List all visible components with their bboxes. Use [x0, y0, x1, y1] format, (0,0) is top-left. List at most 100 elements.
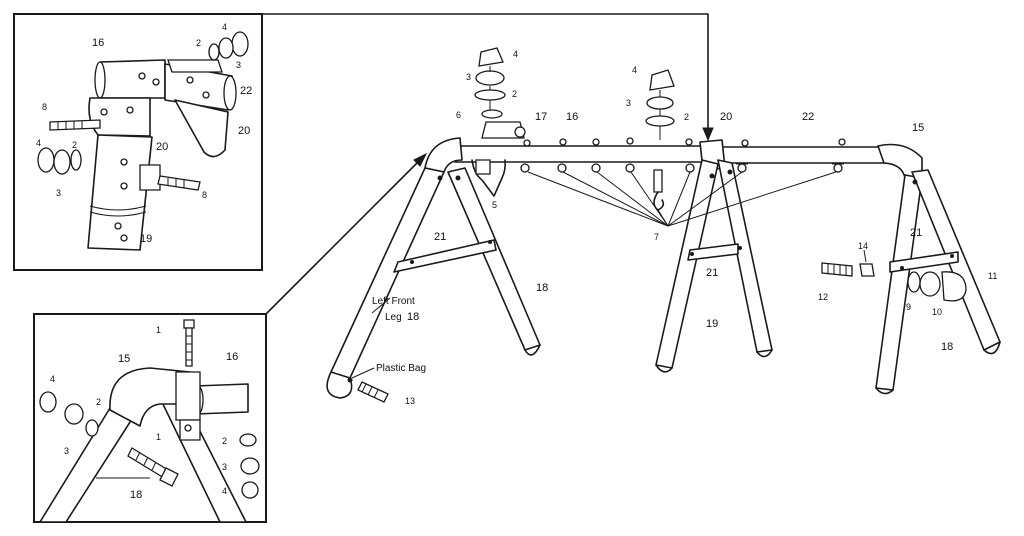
- middle-rear-foot: [756, 349, 773, 358]
- left-front-leg: [330, 167, 445, 379]
- bolt-12: [821, 262, 853, 277]
- inset-bottom-nut-4: [39, 391, 57, 413]
- inset-top-label-16: 16: [92, 37, 104, 49]
- label-4a: 4: [513, 49, 518, 59]
- inset-top-bolt-8a: [49, 119, 101, 131]
- inset-top-label-2: 2: [196, 38, 201, 48]
- middle-front-foot: [655, 364, 673, 373]
- arrowhead-top: [702, 127, 714, 142]
- inset-top-label-20a: 20: [238, 125, 250, 137]
- label-10: 10: [932, 307, 942, 317]
- washer-9: [907, 271, 921, 293]
- label-4b: 4: [632, 65, 637, 75]
- label-9: 9: [906, 302, 911, 312]
- label-14: 14: [858, 241, 868, 251]
- spacer-14: [859, 263, 875, 277]
- label-21c: 21: [910, 227, 922, 239]
- inset-bottom-label-15: 15: [118, 353, 130, 365]
- left-cross-brace-21: [393, 239, 497, 273]
- washer-6: [481, 109, 503, 119]
- washer-2b: [645, 115, 675, 127]
- label-19: 19: [706, 318, 718, 330]
- arrowhead-bottom: [413, 152, 428, 167]
- label-17: 17: [535, 111, 547, 123]
- top-beam-22: [719, 146, 886, 164]
- inset-bottom-washer-2: [85, 419, 99, 437]
- inset-bottom-label-2: 2: [96, 397, 101, 407]
- inset-top-label-19: 19: [140, 233, 152, 245]
- inset-bottom-label-18: 18: [130, 489, 142, 501]
- inset-top-elbow: [88, 97, 151, 137]
- inset-top-nut-3: [218, 37, 234, 59]
- inset-bottom-bolt-1a: [185, 327, 193, 367]
- label-5: 5: [492, 200, 497, 210]
- label-22: 22: [802, 111, 814, 123]
- inset-top-nut-4: [231, 31, 249, 57]
- inset-top-label-4: 4: [222, 22, 227, 32]
- inset-top-label-4b: 4: [36, 138, 41, 148]
- middle-cross-brace-21: [687, 243, 739, 261]
- label-2a: 2: [512, 89, 517, 99]
- loose-parts-right: [821, 249, 967, 302]
- right-front-foot: [875, 387, 894, 395]
- inset-top-label-2b: 2: [72, 140, 77, 150]
- bolt-13: [347, 367, 389, 403]
- nut-10: [919, 271, 941, 297]
- label-16: 16: [566, 111, 578, 123]
- leg-bolts: [410, 169, 954, 270]
- nut-3b: [646, 96, 674, 110]
- label-20: 20: [720, 111, 732, 123]
- middle-front-leg-19: [655, 159, 719, 369]
- inset-top-label-3: 3: [236, 60, 241, 70]
- inset-bottom-label-2b: 2: [222, 436, 227, 446]
- cap-nut-4a: [478, 47, 504, 67]
- note-left-front-leg-line2: Leg: [385, 312, 402, 323]
- left-leg-leader: [371, 297, 391, 314]
- top-beam-16: [454, 145, 721, 163]
- inset-top-label-20b: 20: [156, 141, 168, 153]
- label-3b: 3: [626, 98, 631, 108]
- inset-bottom-nut-3b: [240, 457, 260, 475]
- inset-bottom-nut-4b: [241, 481, 259, 499]
- inset-bottom-washer-2b: [239, 433, 257, 447]
- left-elbow: [424, 137, 463, 173]
- inset-top-washer-2: [208, 43, 220, 61]
- note-plastic-bag: Plastic Bag: [376, 363, 426, 374]
- cap-nut-4b: [649, 69, 675, 91]
- label-21b: 21: [706, 267, 718, 279]
- inset-bottom-label-1b: 1: [156, 432, 161, 442]
- label-18b: 18: [407, 311, 419, 323]
- nut-3a: [475, 70, 505, 86]
- label-15: 15: [912, 122, 924, 134]
- inset-top-nut-4b: [37, 147, 55, 173]
- inset-bottom-label-1a: 1: [156, 325, 161, 335]
- inset-top-tube-20a: [174, 99, 229, 158]
- inset-bottom-label-4b: 4: [222, 486, 227, 496]
- inset-bottom-nut-3: [64, 403, 84, 425]
- note-left-front-leg-line1: Left Front: [372, 296, 415, 307]
- inset-top-label-3b: 3: [56, 188, 61, 198]
- label-12: 12: [818, 292, 828, 302]
- label-6: 6: [456, 110, 461, 120]
- label-2b: 2: [684, 112, 689, 122]
- left-rear-foot: [524, 344, 541, 356]
- inset-top-label-22: 22: [240, 85, 252, 97]
- label-21a: 21: [434, 231, 446, 243]
- inset-bottom-label-3b: 3: [222, 462, 227, 472]
- label-18c: 18: [941, 341, 953, 353]
- inset-bottom-left: 1 16 15 4 2 3 1 2 3 4 18: [33, 313, 267, 523]
- inset-top-label-8a: 8: [42, 102, 47, 112]
- inset-top-left: 16 2 4 3 22 20 8 4 2 20 3 8 19: [13, 13, 263, 271]
- inset-bottom-label-4: 4: [50, 374, 55, 384]
- washer-2a: [474, 89, 506, 101]
- right-rear-foot: [983, 341, 1001, 355]
- inset-bottom-label-3: 3: [64, 446, 69, 456]
- inset-top-nut-3b: [53, 149, 71, 175]
- right-cross-brace-21: [889, 251, 959, 273]
- inset-top-label-8b: 8: [202, 190, 207, 200]
- inset-bottom-label-16: 16: [226, 351, 238, 363]
- label-3a: 3: [466, 72, 471, 82]
- main-assembly: 4 3 2 6 17 16 4 3 2 20 22 15 5 7 21 21 2…: [261, 13, 1001, 406]
